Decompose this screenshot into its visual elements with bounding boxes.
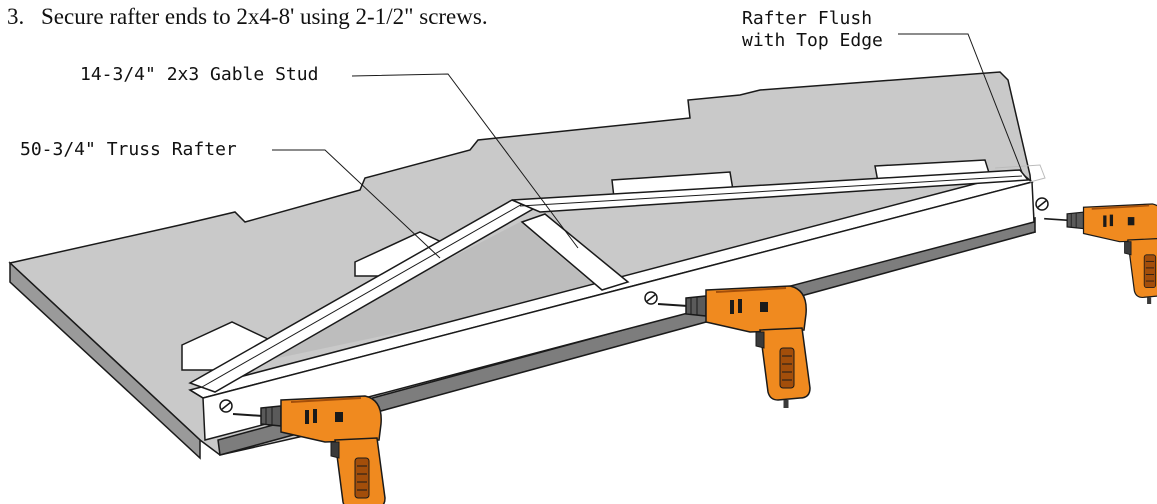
screw-icon xyxy=(219,399,233,413)
leader-rafter-flush xyxy=(898,33,1023,173)
callout-gable-stud-label: 14-3/4" 2x3 Gable Stud xyxy=(80,64,319,85)
panel-right-edge xyxy=(217,217,1036,456)
callout-rafter-flush-line1: Rafter Flush xyxy=(742,8,873,29)
leader-gable-stud xyxy=(351,73,579,249)
leader-truss-rafter xyxy=(272,149,441,259)
callout-truss-rafter-label: 50-3/4" Truss Rafter xyxy=(20,139,237,160)
callout-truss-rafter: 50-3/4" Truss Rafter xyxy=(20,139,237,161)
step-number: 3. xyxy=(7,4,25,29)
plywood-panel xyxy=(8,71,1036,460)
callout-gable-stud: 14-3/4" 2x3 Gable Stud xyxy=(80,64,318,86)
gable-stud-board xyxy=(520,213,630,291)
callout-rafter-flush: Rafter Flush with Top Edge xyxy=(742,8,883,52)
plate-front-face xyxy=(202,181,1035,441)
panel-inner-area xyxy=(245,222,600,365)
gable-stud xyxy=(520,213,630,291)
step-text: Secure rafter ends to 2x4-8' using 2-1/2… xyxy=(41,4,488,29)
drill-icon xyxy=(1044,204,1157,304)
screw-icon xyxy=(219,197,1049,413)
flush-outline xyxy=(994,164,1046,183)
callout-rafter-flush-line2: with Top Edge xyxy=(742,30,883,51)
leader-lines xyxy=(272,33,1023,259)
screw-icon xyxy=(1035,197,1049,211)
top-rafter xyxy=(511,164,1046,213)
panel-side-face xyxy=(9,261,201,460)
instruction-step: 3. Secure rafter ends to 2x4-8' using 2-1… xyxy=(7,4,488,30)
screw-icon xyxy=(644,291,658,305)
